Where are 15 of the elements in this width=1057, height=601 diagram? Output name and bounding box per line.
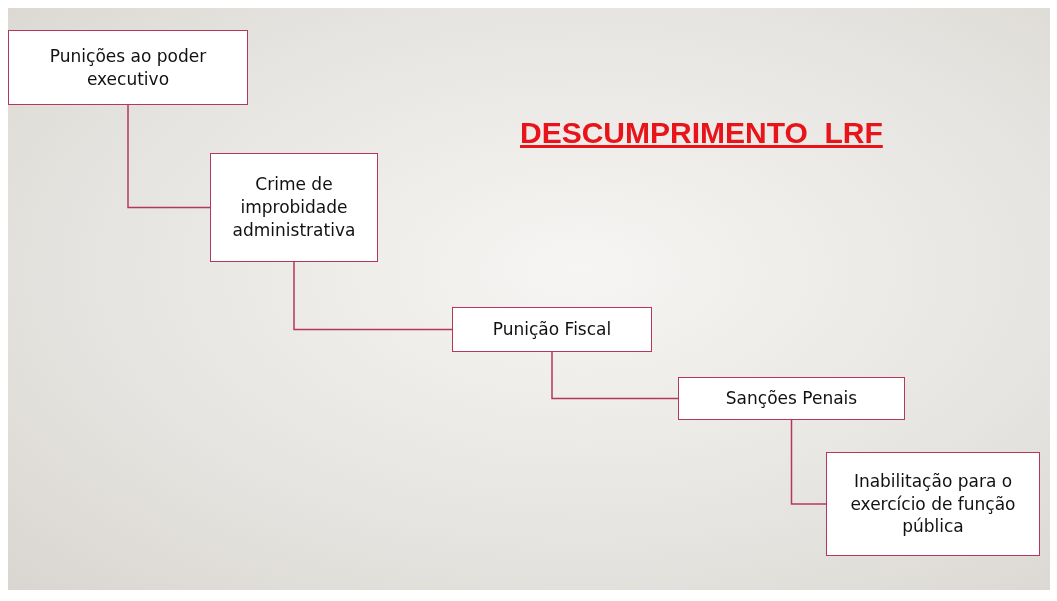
box-label: Punição Fiscal	[492, 318, 612, 341]
text-box	[678, 377, 905, 420]
box-label: Inabilitação para o exercício de função pública	[849, 469, 1017, 539]
text-box	[210, 153, 378, 262]
slide-title: DESCUMPRIMENTO LRF	[520, 116, 883, 150]
connector-line	[551, 351, 679, 400]
text-box	[452, 307, 652, 352]
box-label: Punições ao poder executivo	[48, 44, 208, 91]
connector-line	[293, 261, 453, 331]
connector-line	[790, 419, 827, 505]
connector-line	[127, 104, 211, 209]
text-box	[8, 30, 248, 105]
text-box	[826, 452, 1040, 556]
box-label: Sanções Penais	[725, 387, 858, 410]
box-label: Crime de improbidade administrativa	[231, 173, 357, 242]
